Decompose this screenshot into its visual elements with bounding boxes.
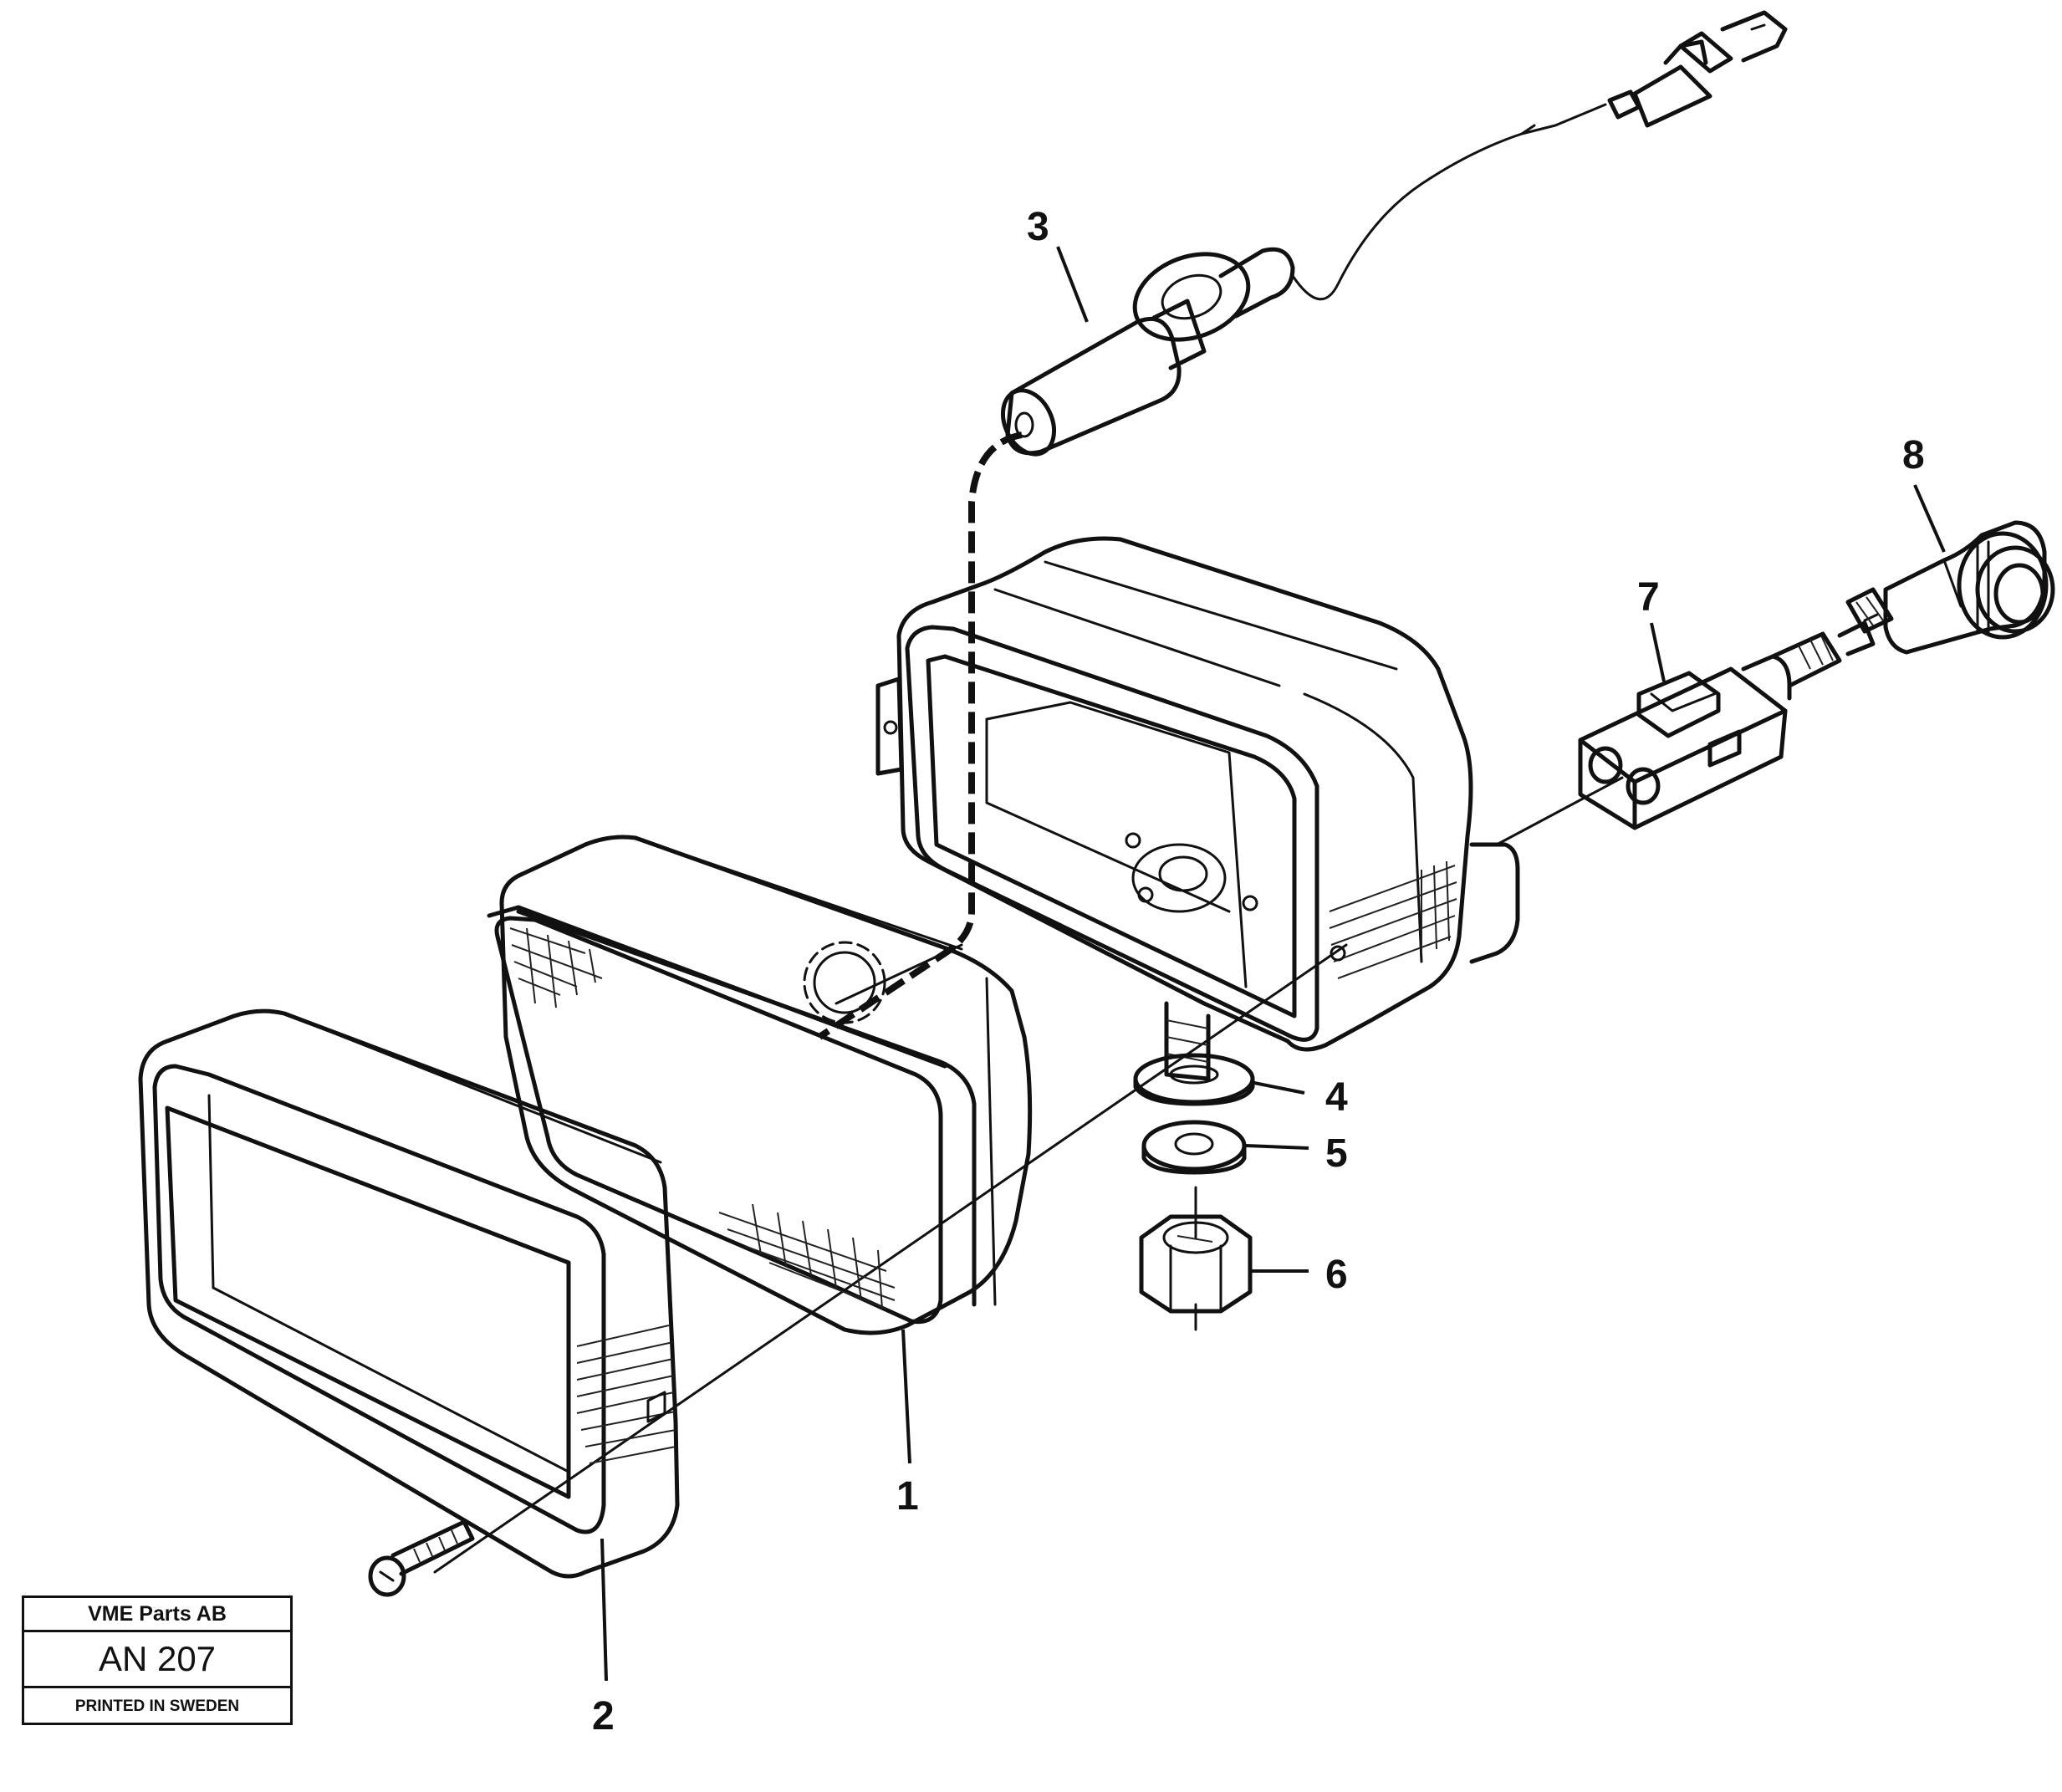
callout-1: 1 [896,1474,919,1519]
callout-4: 4 [1325,1075,1348,1120]
callout-labels: 1 2 3 4 5 6 7 8 [592,205,1925,1738]
lens-hatching-bottom [718,1203,896,1310]
callout-2: 2 [592,1694,615,1738]
assembly-axis-lines [433,431,1624,1574]
company-name: VME Parts AB [24,1598,290,1632]
lamp-housing [875,536,1520,1052]
stud-washer-nut-stack [1133,1001,1255,1314]
callout-7: 7 [1637,575,1660,620]
lamp-lens-unit [487,835,1033,1335]
front-bezel [138,1008,680,1579]
diagram-code: AN 207 [24,1632,290,1688]
lens-hatching-top [509,927,603,1008]
plug-connector [1578,613,1879,830]
callout-5: 5 [1325,1131,1348,1176]
bulb-assembly [1001,10,1788,457]
title-block: VME Parts AB AN 207 PRINTED IN SWEDEN [22,1595,293,1725]
printed-notice: PRINTED IN SWEDEN [74,1698,240,1715]
callout-6: 6 [1325,1253,1348,1297]
callout-8: 8 [1902,433,1925,477]
callout-3: 3 [1027,205,1049,249]
callout-leaders [600,246,1946,1682]
cable-elbow [1845,520,2055,655]
mounting-screw [368,1519,475,1597]
